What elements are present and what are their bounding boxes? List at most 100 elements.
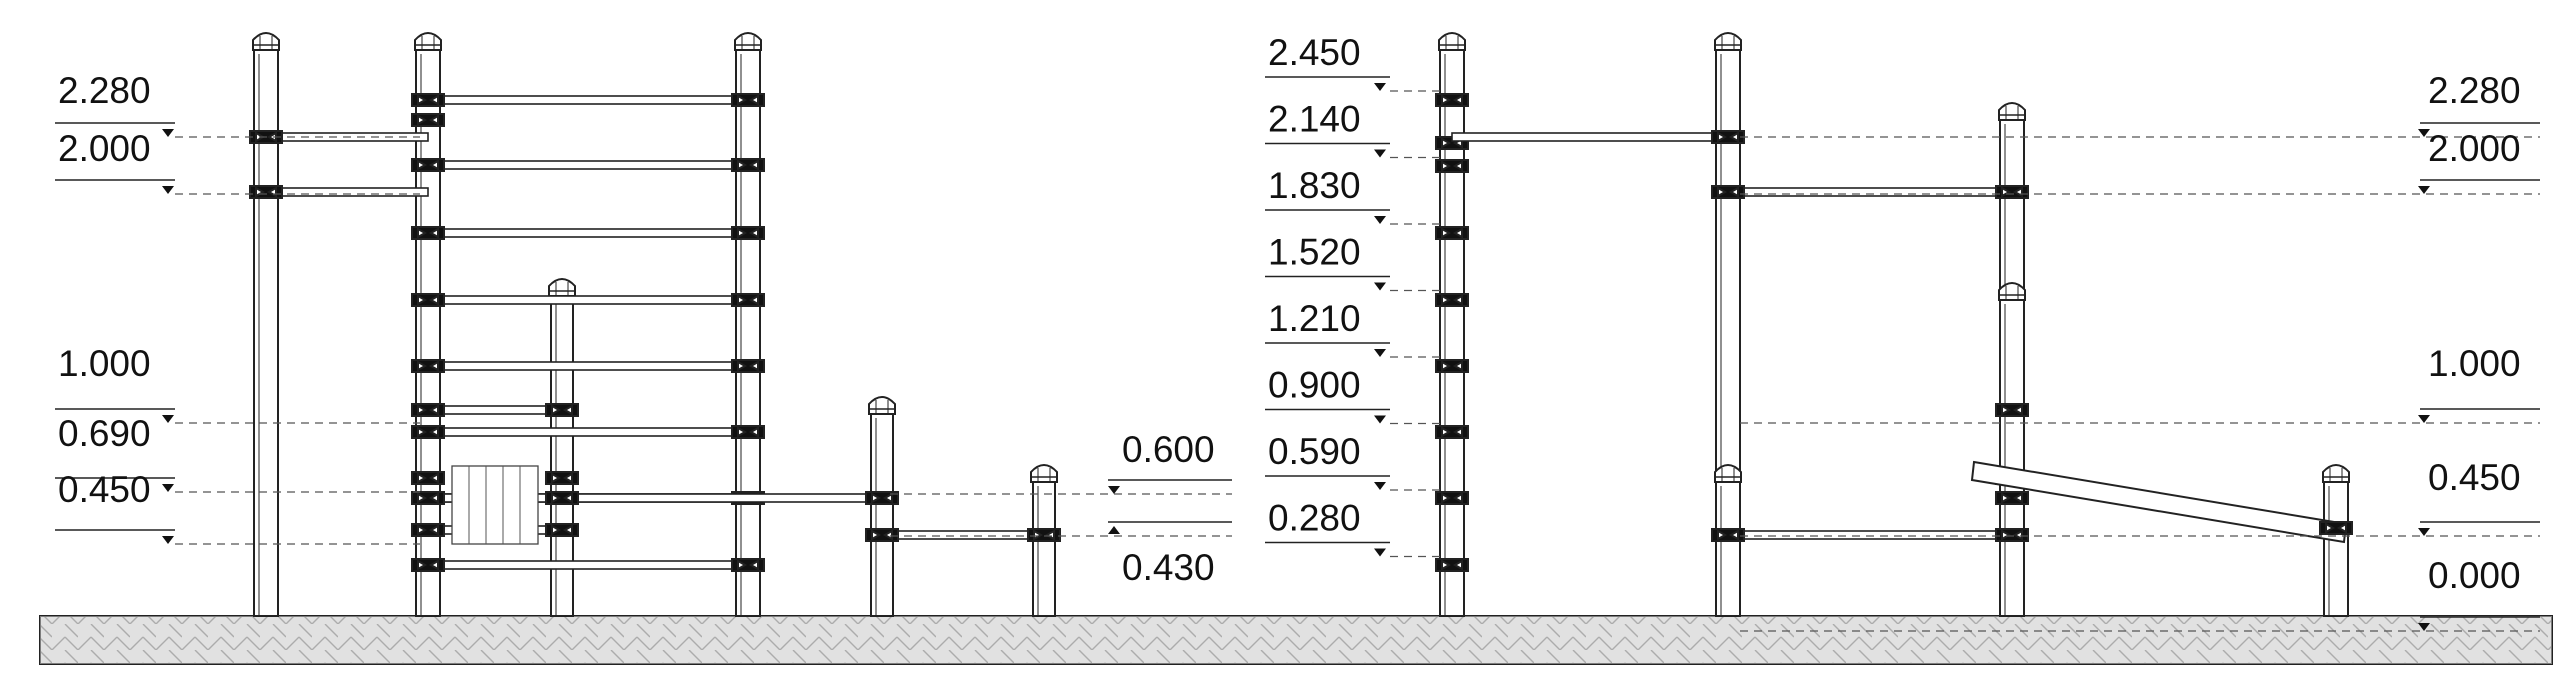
post-left-c bbox=[735, 49, 761, 617]
level-left-2: 1.000 bbox=[55, 343, 420, 424]
level-right-3-value: 0.450 bbox=[2428, 457, 2521, 498]
level-mid-3: 1.520 bbox=[1265, 232, 1440, 292]
level-left-4-value: 0.450 bbox=[58, 469, 151, 510]
post-left-f bbox=[1032, 481, 1056, 617]
ladder-c-5-clamp-icon bbox=[731, 425, 765, 439]
post-mid-b-2140-clamp-icon bbox=[1711, 130, 1745, 144]
level-mid-4: 1.210 bbox=[1265, 298, 1440, 358]
post-right-b-0450-clamp-icon bbox=[1995, 528, 2029, 542]
level-mid-2-value: 1.830 bbox=[1268, 165, 1361, 206]
level-left-0-value: 2.280 bbox=[58, 70, 151, 111]
bar-1000 bbox=[427, 405, 563, 415]
level-mid-1: 2.140 bbox=[1265, 99, 1440, 159]
level-left-3: 0.690 bbox=[55, 413, 420, 493]
level-mid-6: 0.590 bbox=[1265, 431, 1440, 491]
level-left-2-value: 1.000 bbox=[58, 343, 151, 384]
ladder-c-0-clamp-icon bbox=[731, 93, 765, 107]
level-right-2: 1.000 bbox=[1740, 343, 2540, 424]
post-mid-a-cap-icon bbox=[1438, 32, 1466, 51]
level-right-0: 2.280 bbox=[1740, 70, 2540, 138]
post-right-a-2000-clamp-icon bbox=[1995, 185, 2029, 199]
post-d-0450-clamp-icon bbox=[545, 523, 579, 537]
level-mid-0-value: 2.450 bbox=[1268, 32, 1361, 73]
post-mid-b-2000-clamp-icon bbox=[1711, 185, 1745, 199]
level-left-r-1-value: 0.430 bbox=[1122, 547, 1215, 588]
post-b-0690-clamp-icon bbox=[411, 471, 445, 485]
post-right-b bbox=[1999, 299, 2025, 617]
post-mid-a-6-clamp-icon bbox=[1435, 425, 1469, 439]
post-right-a-cap-icon bbox=[1998, 102, 2026, 121]
post-left-e bbox=[870, 413, 894, 617]
post-left-a bbox=[253, 49, 279, 617]
bar-0430 bbox=[881, 530, 1045, 540]
inclined-bench bbox=[1970, 460, 2348, 544]
post-d-0690-clamp-icon bbox=[545, 471, 579, 485]
level-left-1: 2.000 bbox=[55, 128, 420, 195]
post-mid-b-cap-icon bbox=[1714, 32, 1742, 51]
level-right-1-value: 2.000 bbox=[2428, 128, 2521, 169]
grid-panel bbox=[451, 465, 539, 545]
ladder-b-4-clamp-icon bbox=[411, 359, 445, 373]
level-left-r-1: 0.430 bbox=[890, 521, 1232, 588]
post-right-d bbox=[2323, 481, 2349, 617]
ladder-b-0-clamp-icon bbox=[411, 93, 445, 107]
bar-2140 bbox=[1451, 132, 1729, 142]
post-right-c-0450-clamp-icon bbox=[1711, 528, 1745, 542]
level-right-1: 2.000 bbox=[1740, 128, 2540, 195]
level-right-0-value: 2.280 bbox=[2428, 70, 2521, 111]
level-left-3-value: 0.690 bbox=[58, 413, 151, 454]
post-b-1000-clamp-icon bbox=[411, 403, 445, 417]
bar-2000-right bbox=[1727, 187, 2013, 197]
level-right-2-value: 1.000 bbox=[2428, 343, 2521, 384]
level-right-4-value: 0.000 bbox=[2428, 555, 2521, 596]
ladder-rung-4 bbox=[427, 361, 749, 371]
post-right-d-cap-icon bbox=[2322, 464, 2350, 483]
ladder-rung-5 bbox=[427, 427, 749, 437]
level-mid-2: 1.830 bbox=[1265, 165, 1440, 225]
ladder-b-5-clamp-icon bbox=[411, 425, 445, 439]
bar-2000 bbox=[265, 187, 429, 197]
ladder-c-2-clamp-icon bbox=[731, 226, 765, 240]
ladder-rung-2 bbox=[427, 228, 749, 238]
level-right-4: 0.000 bbox=[1740, 555, 2540, 632]
post-a-2000-clamp-icon bbox=[249, 185, 283, 199]
level-left-r-0: 0.600 bbox=[890, 429, 1232, 495]
post-right-b-0690b-clamp-icon bbox=[1995, 491, 2029, 505]
post-mid-a-4-clamp-icon bbox=[1435, 293, 1469, 307]
post-mid-a-0-clamp-icon bbox=[1435, 93, 1469, 107]
post-d-0690b-clamp-icon bbox=[545, 491, 579, 505]
post-mid-a-2-clamp-icon bbox=[1435, 159, 1469, 173]
level-mid-7: 0.280 bbox=[1265, 498, 1440, 558]
ladder-b-3-clamp-icon bbox=[411, 293, 445, 307]
level-mid-5-value: 0.900 bbox=[1268, 365, 1361, 406]
bar-0450-right bbox=[1727, 530, 2013, 540]
post-right-c bbox=[1715, 481, 1741, 617]
level-right-3: 0.450 bbox=[1740, 457, 2540, 537]
ladder-b-1-clamp-icon bbox=[411, 158, 445, 172]
level-left-0: 2.280 bbox=[55, 70, 420, 138]
ladder-rung-0 bbox=[427, 95, 749, 105]
ladder-b-2-clamp-icon bbox=[411, 226, 445, 240]
post-left-d-cap-icon bbox=[548, 278, 576, 297]
post-d-1000-clamp-icon bbox=[545, 403, 579, 417]
post-b-0690b-clamp-icon bbox=[411, 491, 445, 505]
post-mid-a-3-clamp-icon bbox=[1435, 226, 1469, 240]
post-right-b-cap-icon bbox=[1998, 282, 2026, 301]
post-left-c-cap-icon bbox=[734, 32, 762, 51]
level-mid-4-value: 1.210 bbox=[1268, 298, 1361, 339]
post-mid-a-7-clamp-icon bbox=[1435, 491, 1469, 505]
post-b-0450-clamp-icon bbox=[411, 523, 445, 537]
level-left-4: 0.450 bbox=[55, 469, 420, 545]
post-left-f-cap-icon bbox=[1030, 464, 1058, 483]
level-mid-0: 2.450 bbox=[1265, 32, 1440, 92]
post-left-e-cap-icon bbox=[868, 396, 896, 415]
ladder-c-7-clamp-icon bbox=[731, 558, 765, 572]
level-left-r-0-value: 0.600 bbox=[1122, 429, 1215, 470]
level-mid-1-value: 2.140 bbox=[1268, 99, 1361, 140]
post-left-b-cap-icon bbox=[414, 32, 442, 51]
ladder-rung-1 bbox=[427, 160, 749, 170]
ladder-c-4-clamp-icon bbox=[731, 359, 765, 373]
ladder-rung-7 bbox=[427, 560, 749, 570]
post-mid-a-8-clamp-icon bbox=[1435, 558, 1469, 572]
